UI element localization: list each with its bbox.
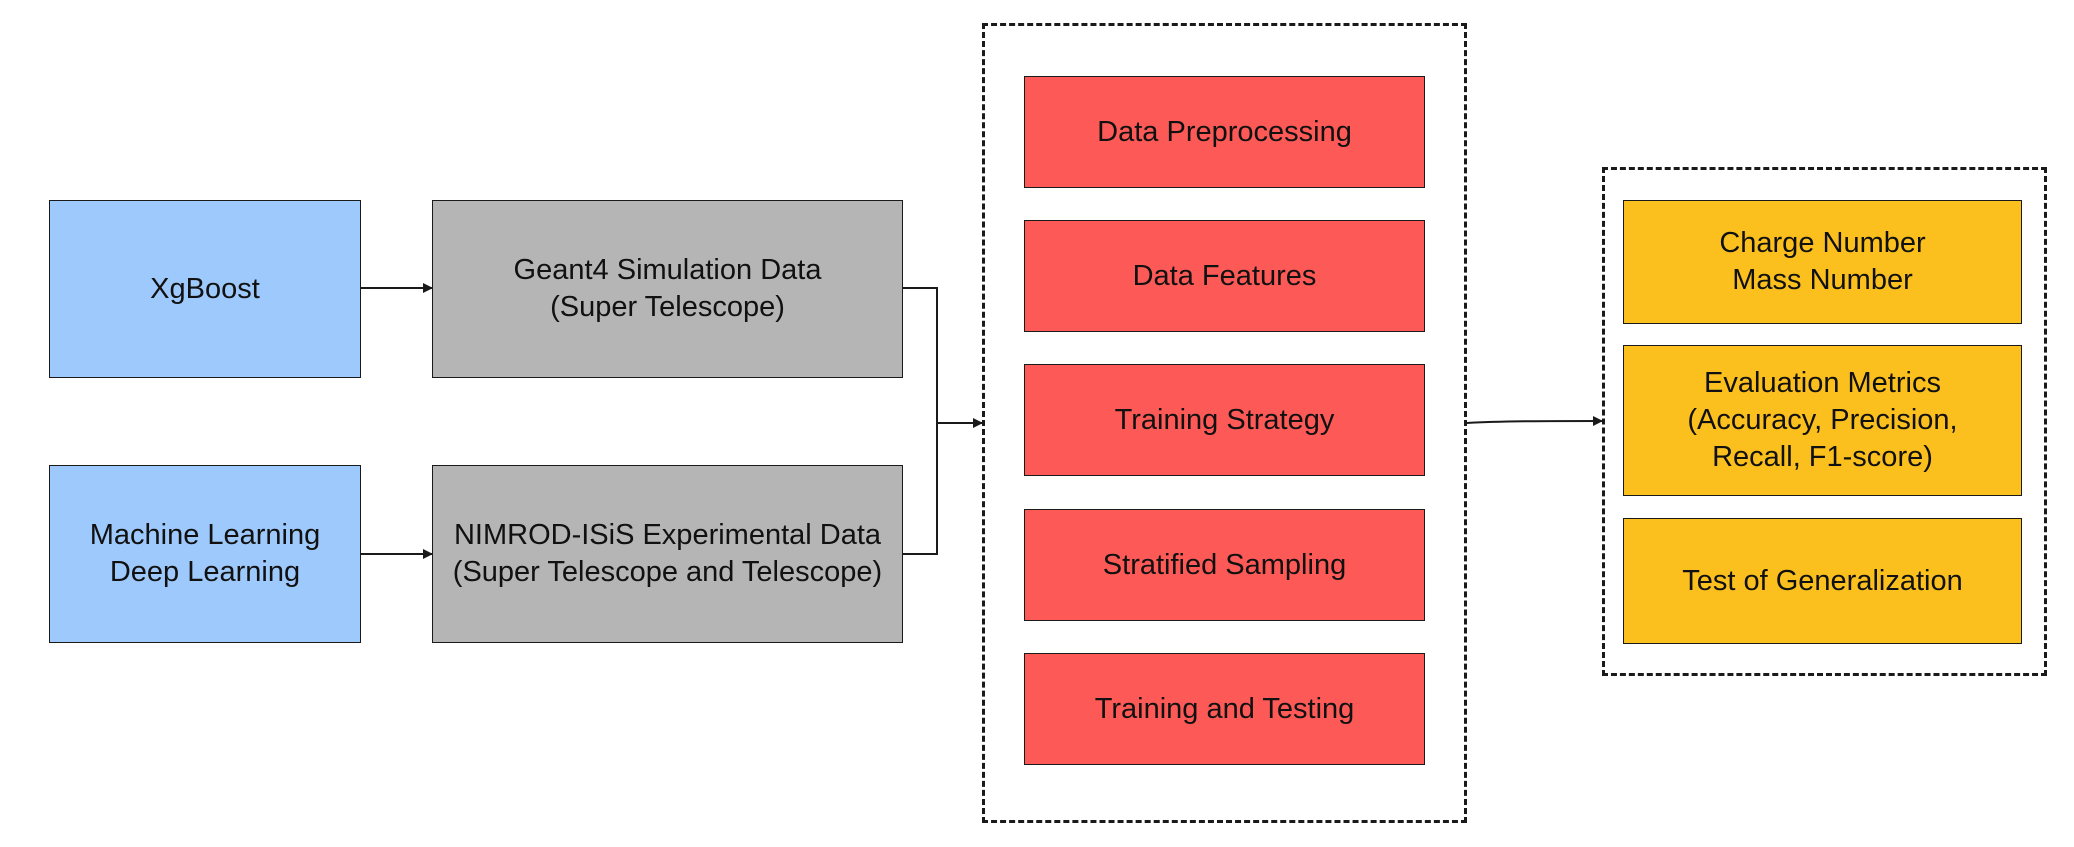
- step-label: Stratified Sampling: [1102, 548, 1347, 581]
- output-label: Test of Generalization: [1682, 564, 1963, 597]
- output-label: (Accuracy, Precision,: [1687, 404, 1958, 436]
- step-label: Data Features: [1132, 259, 1317, 292]
- dataset-box-geant4: Geant4 Simulation Data (Super Telescope): [432, 200, 903, 378]
- connector-nimrod-to-merge: [903, 423, 938, 555]
- outputs-group: [1602, 167, 2047, 676]
- output-box-charge-mass: Charge Number Mass Number: [1623, 200, 2022, 324]
- step-box-training-strategy: Training Strategy: [1024, 364, 1425, 476]
- arrow-pipeline-to-outputs: [1466, 416, 1603, 427]
- step-box-stratified-sampling: Stratified Sampling: [1024, 509, 1425, 621]
- dataset-box-nimrod: NIMROD-ISiS Experimental Data (Super Tel…: [432, 465, 903, 643]
- dataset-label: Geant4 Simulation Data: [513, 254, 822, 286]
- output-box-evaluation-metrics: Evaluation Metrics (Accuracy, Precision,…: [1623, 345, 2022, 496]
- output-label: Mass Number: [1732, 264, 1913, 296]
- method-box-xgboost: XgBoost: [49, 200, 361, 378]
- step-label: Training and Testing: [1094, 692, 1355, 725]
- step-box-data-features: Data Features: [1024, 220, 1425, 332]
- dataset-label: (Super Telescope and Telescope): [452, 556, 883, 588]
- connector-geant4-to-merge: [903, 287, 938, 423]
- output-box-generalization: Test of Generalization: [1623, 518, 2022, 644]
- method-box-ml-dl: Machine Learning Deep Learning: [49, 465, 361, 643]
- output-label: Charge Number: [1719, 227, 1926, 259]
- method-label: Deep Learning: [109, 556, 301, 588]
- method-label: XgBoost: [150, 272, 260, 305]
- dataset-label: (Super Telescope): [550, 291, 785, 323]
- step-label: Data Preprocessing: [1097, 115, 1352, 148]
- output-label: Recall, F1-score): [1712, 441, 1933, 473]
- pipeline-group: [982, 23, 1467, 823]
- output-label: Evaluation Metrics: [1704, 367, 1941, 399]
- step-box-data-preprocessing: Data Preprocessing: [1024, 76, 1425, 188]
- dataset-label: NIMROD-ISiS Experimental Data: [453, 519, 882, 551]
- method-label: Machine Learning: [89, 519, 321, 551]
- step-label: Training Strategy: [1114, 403, 1335, 436]
- step-box-training-testing: Training and Testing: [1024, 653, 1425, 765]
